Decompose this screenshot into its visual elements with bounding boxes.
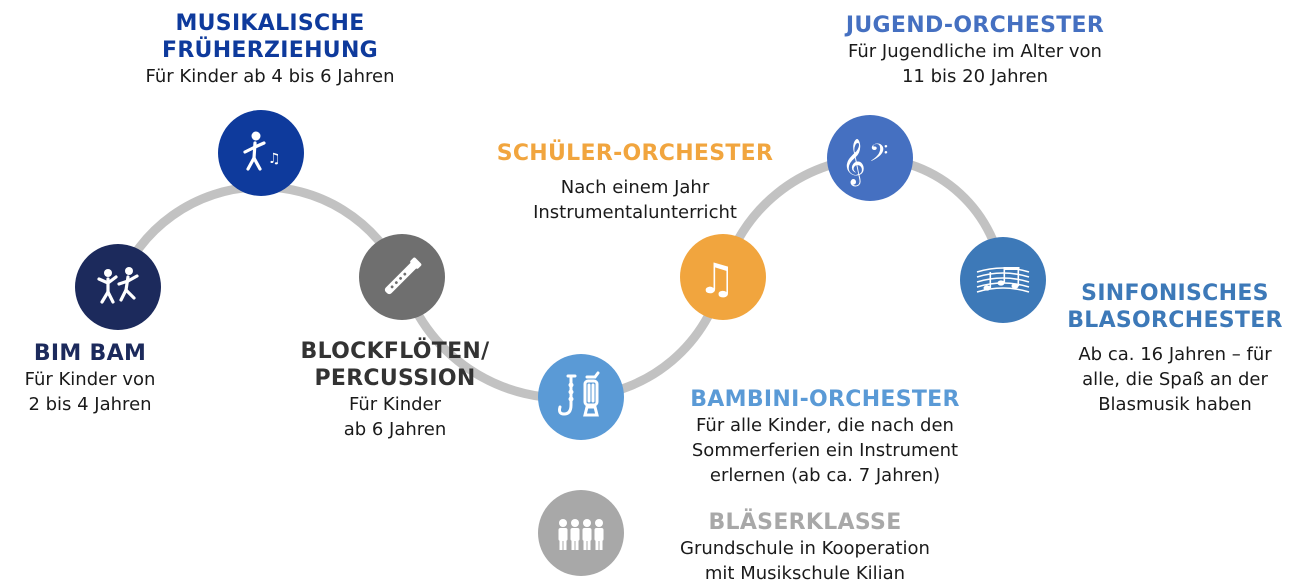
svg-text:𝄢: 𝄢 xyxy=(869,139,888,174)
sheet-music-icon xyxy=(976,267,1030,293)
bambini-orchester-title: BAMBINI-ORCHESTER xyxy=(690,387,960,412)
svg-text:♫: ♫ xyxy=(268,151,281,167)
svg-text:♫: ♫ xyxy=(698,254,736,303)
recorder-flute-icon xyxy=(384,257,422,295)
bim-bam-circle xyxy=(75,244,161,330)
bambini-orchester-circle xyxy=(538,354,624,440)
svg-text:𝄞: 𝄞 xyxy=(842,139,866,187)
jugend-orchester-circle: 𝄞 𝄢 xyxy=(827,115,913,201)
jugend-orchester-title: JUGEND-ORCHESTER xyxy=(845,13,1105,38)
blaeserklasse-circle xyxy=(538,490,624,576)
schueler-orchester-circle: ♫ xyxy=(680,234,766,320)
musikalische-frueherziehung-circle: ♫ xyxy=(218,110,304,196)
dancing-children-icon xyxy=(97,267,139,304)
saxophone-trumpet-icon xyxy=(558,371,600,417)
schueler-orchester-title: SCHÜLER-ORCHESTER xyxy=(496,141,774,166)
dancing-person-music-icon: ♫ xyxy=(243,131,281,171)
musikalische-frueherziehung-description: Für Kinder ab 4 bis 6 Jahren xyxy=(145,66,395,87)
treble-bass-clef-icon: 𝄞 𝄢 xyxy=(842,139,888,187)
blockfloeten-percussion-title: BLOCKFLÖTEN/PERCUSSION xyxy=(300,339,490,391)
bambini-orchester-label: BAMBINI-ORCHESTER Für alle Kinder, die n… xyxy=(655,386,995,488)
sinfonisches-blasorchester-circle xyxy=(960,237,1046,323)
bim-bam-title: BIM BAM xyxy=(33,341,147,366)
group-of-children-icon xyxy=(558,519,604,550)
music-notes-icon: ♫ xyxy=(698,254,736,303)
blaeserklasse-title: BLÄSERKLASSE xyxy=(708,510,902,535)
jugend-orchester-label: JUGEND-ORCHESTER Für Jugendliche im Alte… xyxy=(805,12,1145,89)
blockfloeten-percussion-circle xyxy=(359,234,445,320)
